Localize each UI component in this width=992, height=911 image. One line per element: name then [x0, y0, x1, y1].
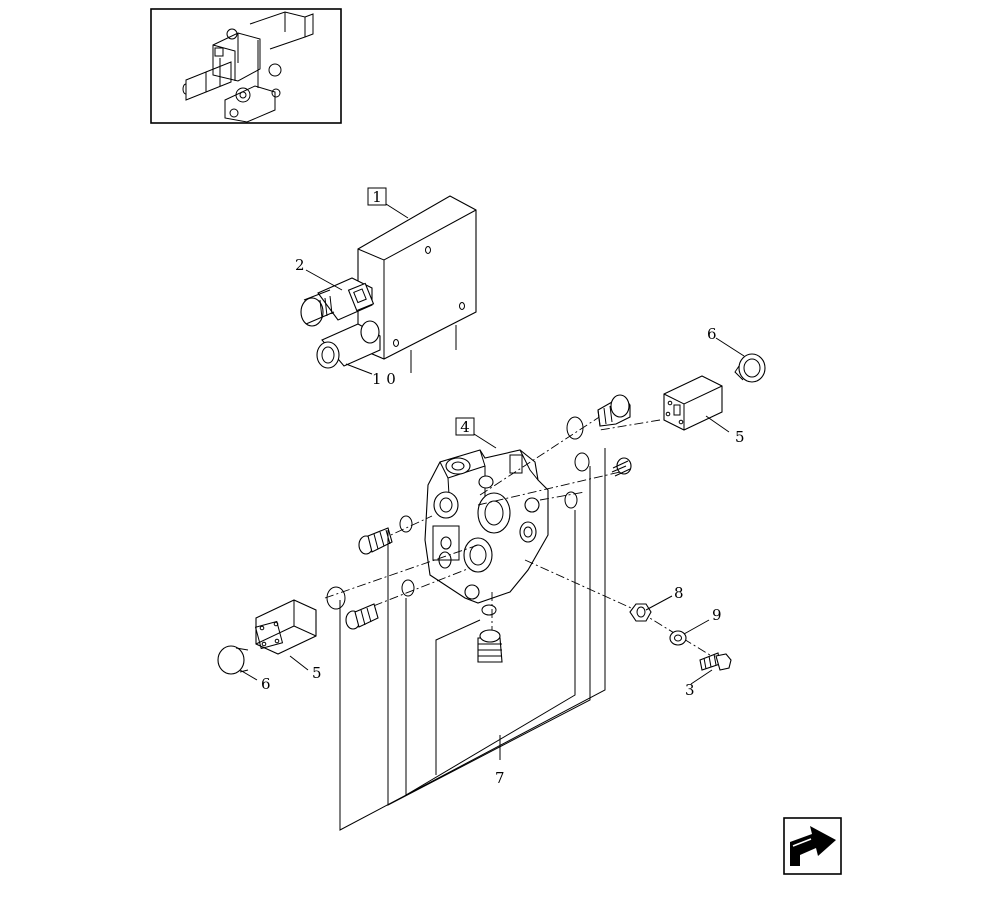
nut-cap-left — [217, 645, 249, 675]
callout-2: 2 — [295, 256, 305, 274]
kit-bracket-item-7 — [339, 448, 606, 831]
solenoid-coil-left — [254, 599, 317, 655]
plug-left-lower — [345, 603, 379, 630]
assembly-axes — [324, 409, 719, 661]
callout-4-text: 4 — [460, 418, 470, 436]
valve-body-main — [424, 449, 549, 604]
callout-6-top: 6 — [707, 325, 717, 343]
callout-9: 9 — [712, 606, 722, 624]
nut-item-8 — [629, 603, 652, 622]
nut-cap-top-right — [734, 353, 766, 383]
o-rings-right — [564, 416, 590, 509]
previous-arrow-icon[interactable] — [783, 817, 842, 875]
callout-6-left: 6 — [261, 675, 271, 693]
valve-block-upper — [300, 195, 477, 373]
bolt-item-3 — [699, 652, 732, 671]
plug-upper-right — [597, 394, 631, 427]
callout-3: 3 — [685, 681, 695, 699]
plug-left-upper — [358, 527, 393, 555]
callout-1: 1 — [367, 187, 387, 206]
plug-bottom — [477, 629, 503, 663]
callout-4: 4 — [455, 417, 475, 436]
o-rings-left — [326, 515, 497, 616]
washer-item-9 — [669, 630, 687, 646]
leader-lines — [239, 203, 745, 685]
callout-1-text: 1 — [372, 188, 382, 206]
assembly-thumbnail[interactable] — [150, 8, 342, 124]
callout-10: 1 0 — [372, 370, 396, 388]
callout-5-left: 5 — [312, 664, 322, 682]
callout-8: 8 — [674, 584, 684, 602]
solenoid-coil-right — [663, 375, 723, 431]
plug-mid-right — [611, 457, 632, 477]
callout-5-top: 5 — [735, 428, 745, 446]
callout-7: 7 — [495, 769, 505, 787]
